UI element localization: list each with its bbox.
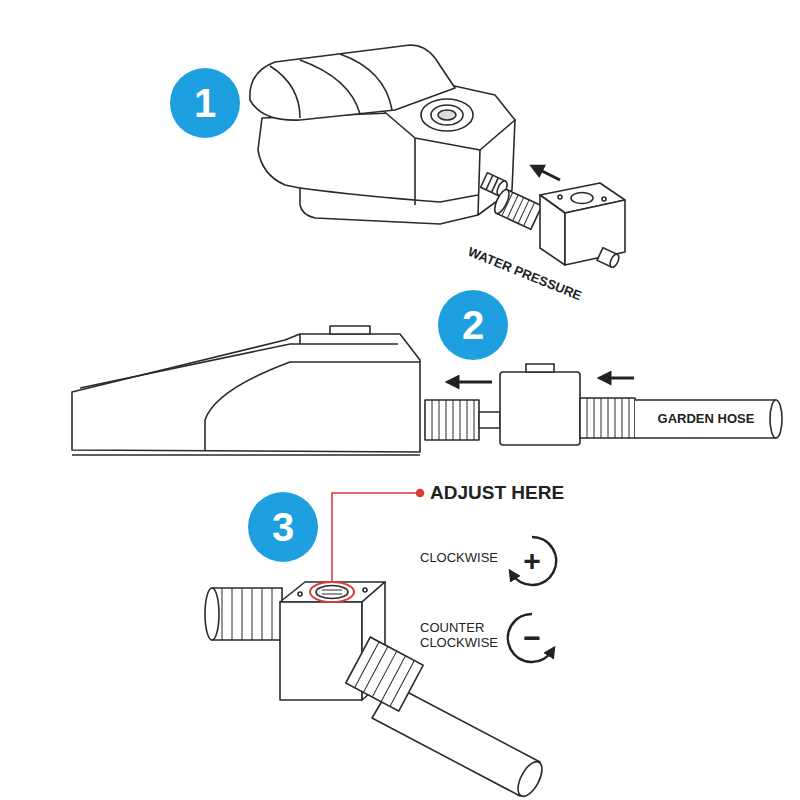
adjust-leader	[310, 490, 424, 603]
step-number: 1	[194, 83, 216, 123]
rotation-icons	[508, 614, 552, 662]
pedal-top-view	[486, 175, 498, 192]
pedal-top-view	[421, 99, 473, 131]
pressure-regulator	[571, 193, 593, 204]
left-nut-3d	[205, 588, 282, 640]
hose-nut	[580, 398, 635, 438]
callout-title: ADJUST HERE	[430, 482, 564, 504]
pedal-top-view	[431, 105, 463, 125]
pressure-regulator	[492, 188, 512, 216]
step-number-circle: 2	[438, 290, 508, 360]
garden-hose	[770, 400, 782, 438]
pedal-top-view	[300, 188, 478, 202]
step-number: 3	[272, 507, 294, 547]
garden-hose	[635, 400, 782, 438]
regulator-3d	[316, 586, 348, 599]
push-arrow	[536, 168, 560, 180]
direction-label: COUNTER CLOCKWISE	[420, 621, 504, 651]
adjust-leader	[310, 582, 354, 602]
pedal-top-view	[250, 45, 515, 224]
regulator-side	[500, 372, 580, 445]
pressure-regulator	[492, 188, 542, 230]
step-number: 2	[462, 305, 484, 345]
left-nut-3d	[205, 588, 219, 640]
hose-nut	[580, 398, 635, 438]
right-nut-3d	[355, 642, 415, 707]
pedal-side-view	[80, 334, 420, 450]
hose-label: GARDEN HOSE	[658, 412, 755, 427]
right-nut-3d	[346, 637, 423, 711]
regulator-3d	[298, 592, 302, 596]
direction-label: CLOCKWISE	[420, 551, 498, 566]
regulator-side	[500, 364, 580, 445]
push-arrow	[604, 377, 634, 380]
inlet-nut	[432, 400, 474, 440]
step-number-circle: 3	[248, 492, 318, 562]
rotation-icons	[512, 537, 556, 585]
pressure-regulator	[540, 195, 565, 265]
left-nut-3d	[212, 588, 282, 640]
step-number-circle: 1	[170, 68, 240, 138]
pressure-regulator	[608, 253, 620, 269]
illustration	[72, 45, 782, 800]
pressure-regulator	[558, 195, 562, 199]
inlet-nut	[425, 400, 479, 440]
pedal-top-view	[438, 110, 456, 120]
garden-hose	[635, 400, 776, 438]
pressure-regulator	[597, 248, 621, 269]
pedal-top-view	[415, 138, 480, 215]
pedal-side-view	[72, 326, 420, 455]
rotation-icons	[508, 537, 556, 662]
adjust-leader	[417, 490, 424, 497]
regulator-side	[526, 364, 554, 372]
hose-nut	[587, 398, 629, 438]
regulator-3d	[322, 590, 342, 594]
pressure-regulator	[602, 197, 606, 201]
adjust-leader	[332, 493, 418, 581]
push-arrow	[452, 381, 492, 384]
hose-3d	[513, 758, 547, 800]
inlet-nut	[479, 412, 500, 428]
pedal-top-view	[270, 54, 392, 118]
pedal-side-view	[72, 334, 420, 452]
right-nut-3d	[346, 637, 423, 711]
left-nut-3d	[222, 588, 272, 640]
plus-sign: +	[523, 544, 541, 579]
regulator-3d	[363, 588, 367, 592]
minus-sign: −	[523, 621, 541, 656]
pedal-side-view	[72, 454, 420, 456]
pressure-regulator	[492, 183, 625, 269]
pedal-side-view	[330, 326, 370, 334]
inlet-nut	[425, 400, 500, 440]
